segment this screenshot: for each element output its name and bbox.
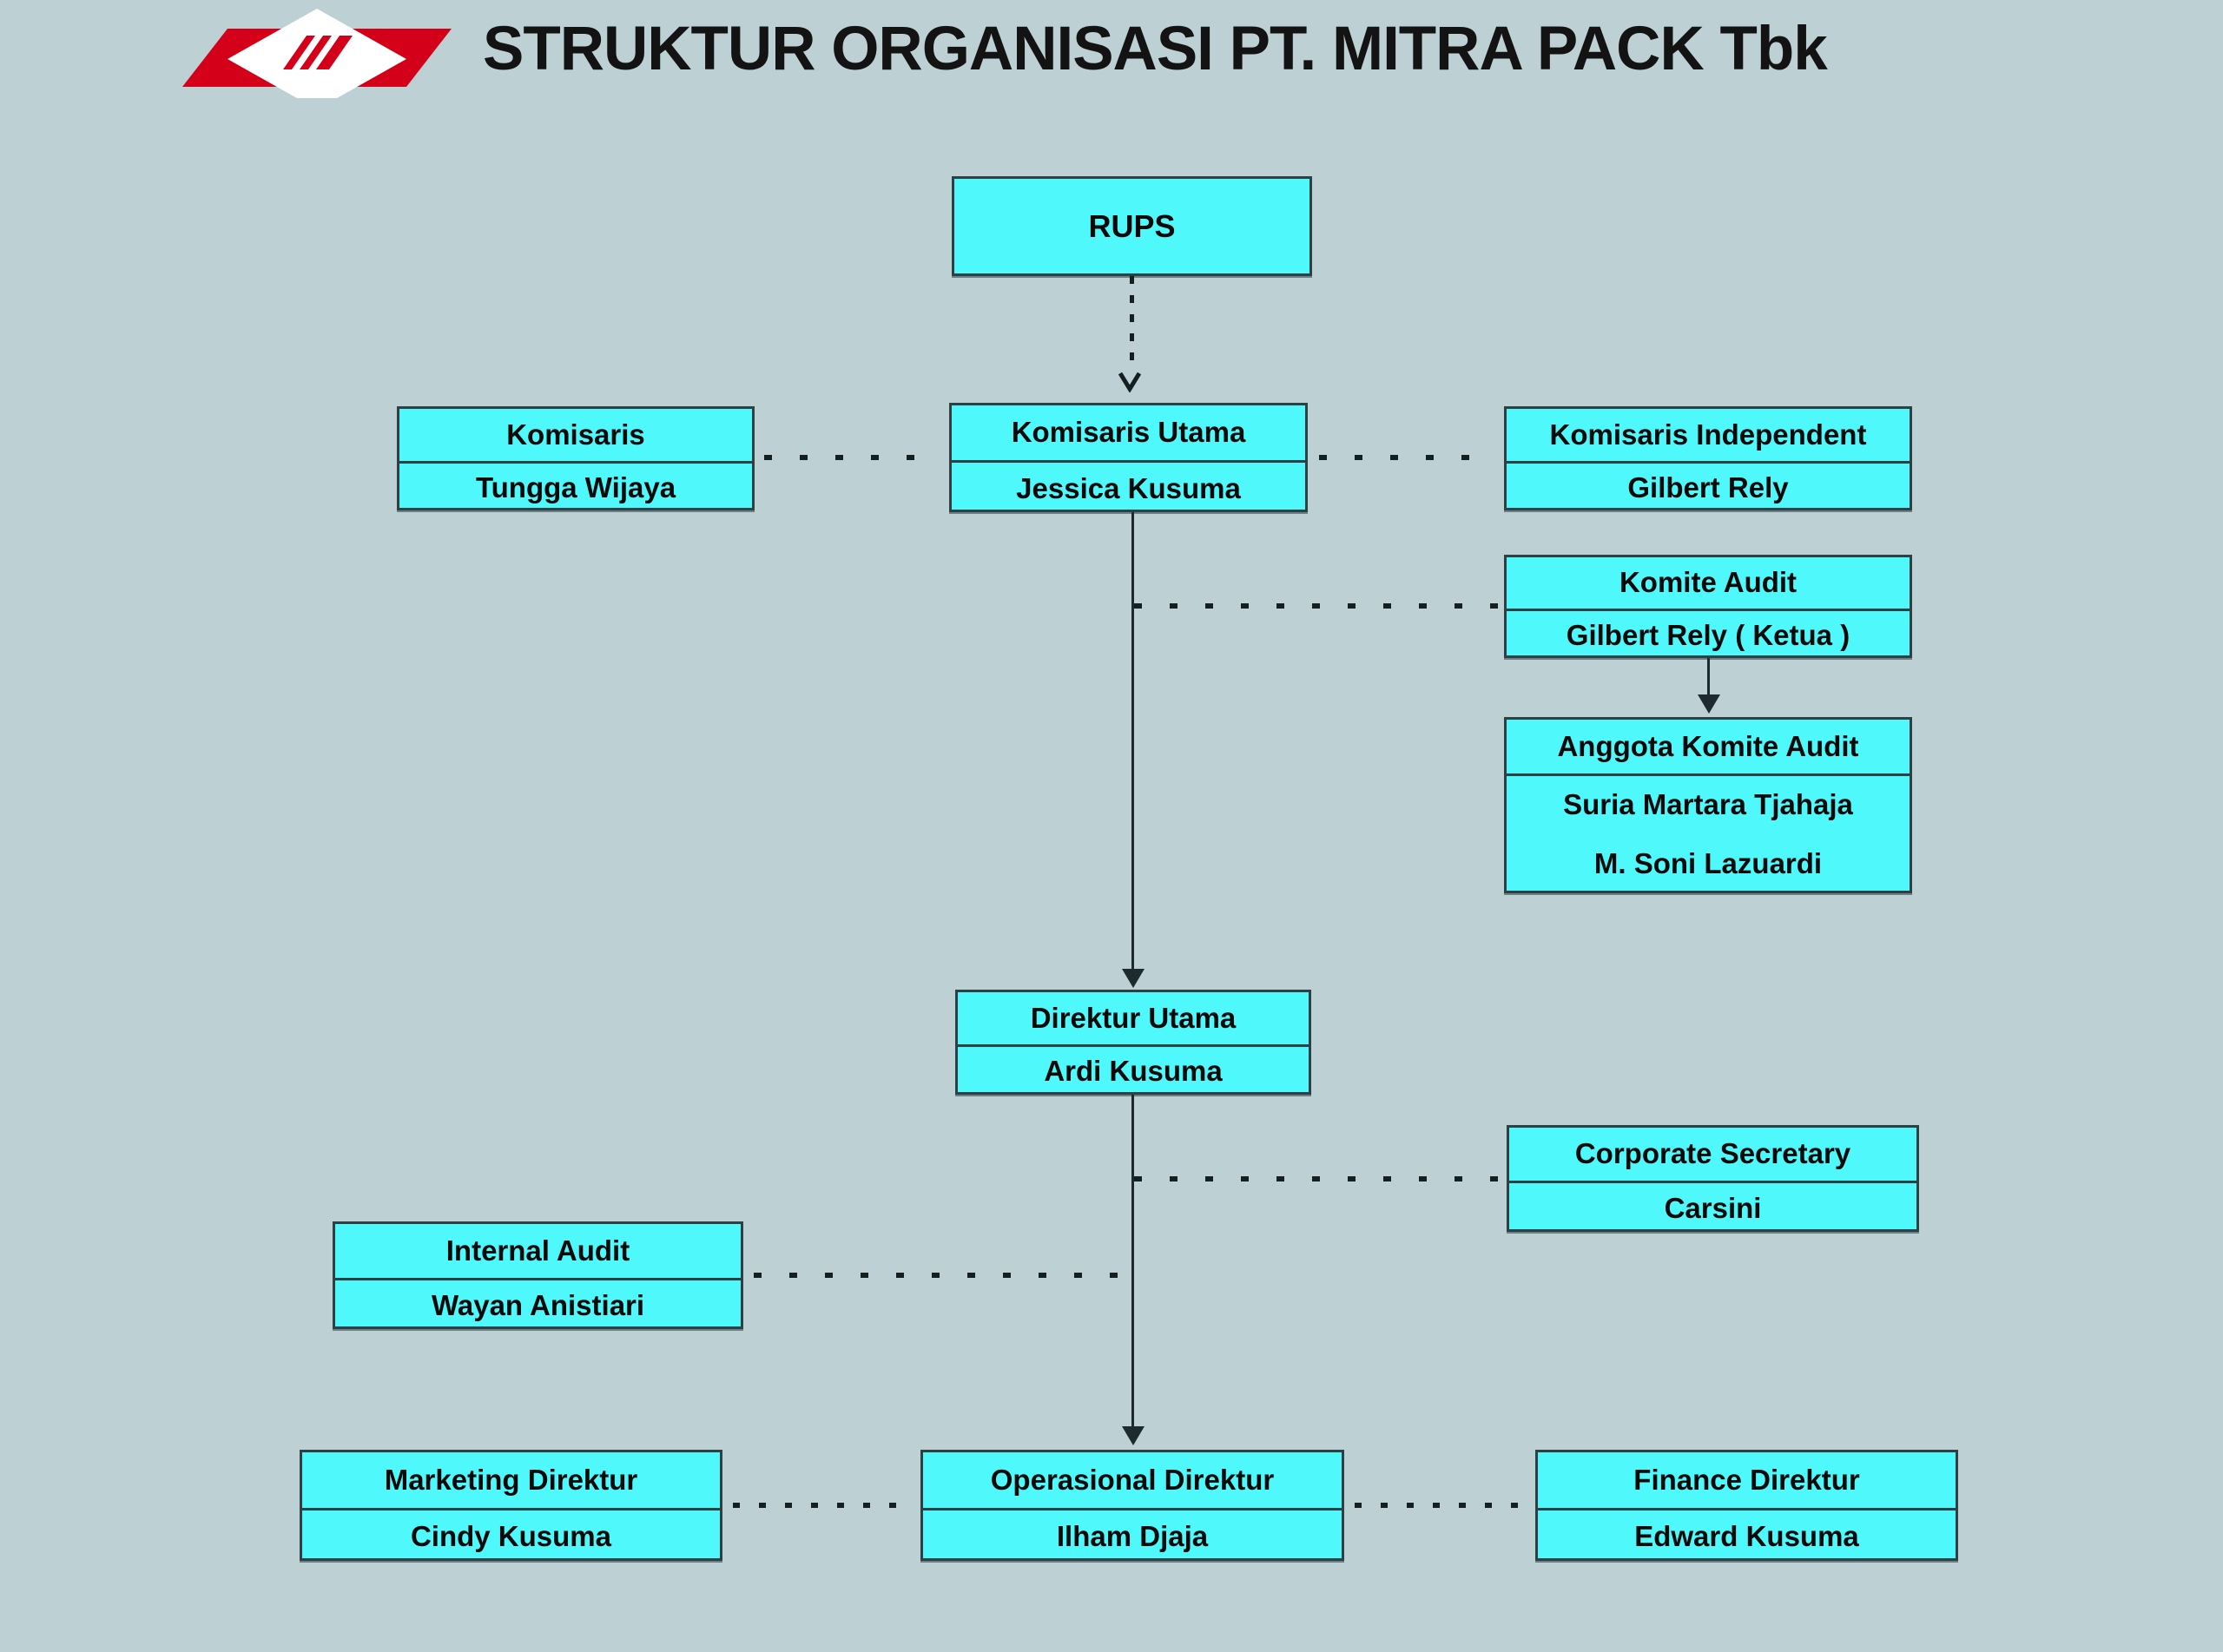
node-operasional-direktur-role: Operasional Direktur (990, 1463, 1275, 1496)
node-rups-role: RUPS (1088, 207, 1176, 244)
node-operasional-direktur-name: Ilham Djaja (923, 1508, 1342, 1563)
node-komisaris-utama[interactable]: Komisaris Utama Jessica Kusuma (949, 403, 1308, 512)
node-internal-audit-role: Internal Audit (445, 1234, 630, 1267)
node-internal-audit-name: Wayan Anistiari (335, 1278, 741, 1332)
node-komisaris-independent-role: Komisaris Independent (1549, 418, 1867, 451)
node-corporate-secretary[interactable]: Corporate Secretary Carsini (1507, 1125, 1919, 1232)
node-direktur-utama[interactable]: Direktur Utama Ardi Kusuma (955, 990, 1311, 1095)
node-corporate-secretary-name: Carsini (1509, 1181, 1916, 1234)
edge-direktur-utama-arrowhead (1122, 969, 1144, 988)
edge-komisaris-utama-to-komite-audit (1134, 603, 1501, 609)
node-finance-direktur[interactable]: Finance Direktur Edward Kusuma (1535, 1450, 1958, 1561)
edge-komite-audit-to-anggota (1707, 658, 1710, 697)
node-anggota-komite-audit-name-2: M. Soni Lazuardi (1593, 846, 1823, 879)
node-direktur-utama-name: Ardi Kusuma (958, 1044, 1309, 1096)
node-komisaris-independent-name: Gilbert Rely (1507, 461, 1910, 513)
node-corporate-secretary-role: Corporate Secretary (1574, 1137, 1851, 1170)
edge-komisaris-to-komisaris-utama (764, 455, 942, 460)
page-title: STRUKTUR ORGANISASI PT. MITRA PACK Tbk (483, 15, 1828, 83)
edge-operasional-arrowhead (1122, 1426, 1144, 1445)
node-komisaris-utama-name: Jessica Kusuma (952, 460, 1305, 515)
logo-icon (182, 9, 452, 109)
node-komisaris[interactable]: Komisaris Tungga Wijaya (397, 406, 755, 510)
edge-anggota-arrowhead (1698, 694, 1720, 714)
company-logo (182, 7, 452, 109)
edge-komisaris-utama-to-direktur-utama (1131, 512, 1134, 971)
edge-internal-audit-to-direktur-utama (754, 1273, 1132, 1278)
node-finance-direktur-name: Edward Kusuma (1538, 1508, 1956, 1563)
node-komite-audit-name: Gilbert Rely ( Ketua ) (1507, 609, 1910, 660)
node-anggota-komite-audit-name-1: Suria Martara Tjahaja (1507, 773, 1910, 834)
node-komisaris-role: Komisaris (506, 418, 645, 451)
node-marketing-direktur-role: Marketing Direktur (384, 1463, 638, 1496)
node-komite-audit-role: Komite Audit (1619, 566, 1798, 599)
node-komisaris-independent[interactable]: Komisaris Independent Gilbert Rely (1504, 406, 1912, 510)
edge-rups-to-komisaris-utama (1130, 276, 1134, 372)
node-anggota-komite-audit[interactable]: Anggota Komite Audit Suria Martara Tjaha… (1504, 717, 1912, 893)
edge-rups-arrowhead (1118, 372, 1141, 392)
node-internal-audit[interactable]: Internal Audit Wayan Anistiari (333, 1221, 743, 1329)
node-operasional-direktur[interactable]: Operasional Direktur Ilham Djaja (920, 1450, 1344, 1561)
edge-direktur-utama-to-corporate-secretary (1134, 1176, 1503, 1181)
node-finance-direktur-role: Finance Direktur (1633, 1463, 1860, 1496)
edge-marketing-to-operasional (733, 1503, 914, 1508)
page-header: STRUKTUR ORGANISASI PT. MITRA PACK Tbk (0, 0, 2223, 113)
node-komisaris-utama-role: Komisaris Utama (1011, 416, 1246, 449)
edge-operasional-to-finance (1355, 1503, 1528, 1508)
edge-komisaris-utama-to-komisaris-independent (1319, 455, 1497, 460)
edge-direktur-utama-to-operasional (1131, 1095, 1134, 1428)
node-komite-audit[interactable]: Komite Audit Gilbert Rely ( Ketua ) (1504, 555, 1912, 658)
node-direktur-utama-role: Direktur Utama (1030, 1001, 1237, 1034)
node-anggota-komite-audit-role: Anggota Komite Audit (1557, 729, 1859, 762)
node-komisaris-name: Tungga Wijaya (399, 461, 752, 513)
node-marketing-direktur-name: Cindy Kusuma (302, 1508, 720, 1563)
node-marketing-direktur[interactable]: Marketing Direktur Cindy Kusuma (300, 1450, 722, 1561)
node-rups[interactable]: RUPS (952, 176, 1312, 276)
